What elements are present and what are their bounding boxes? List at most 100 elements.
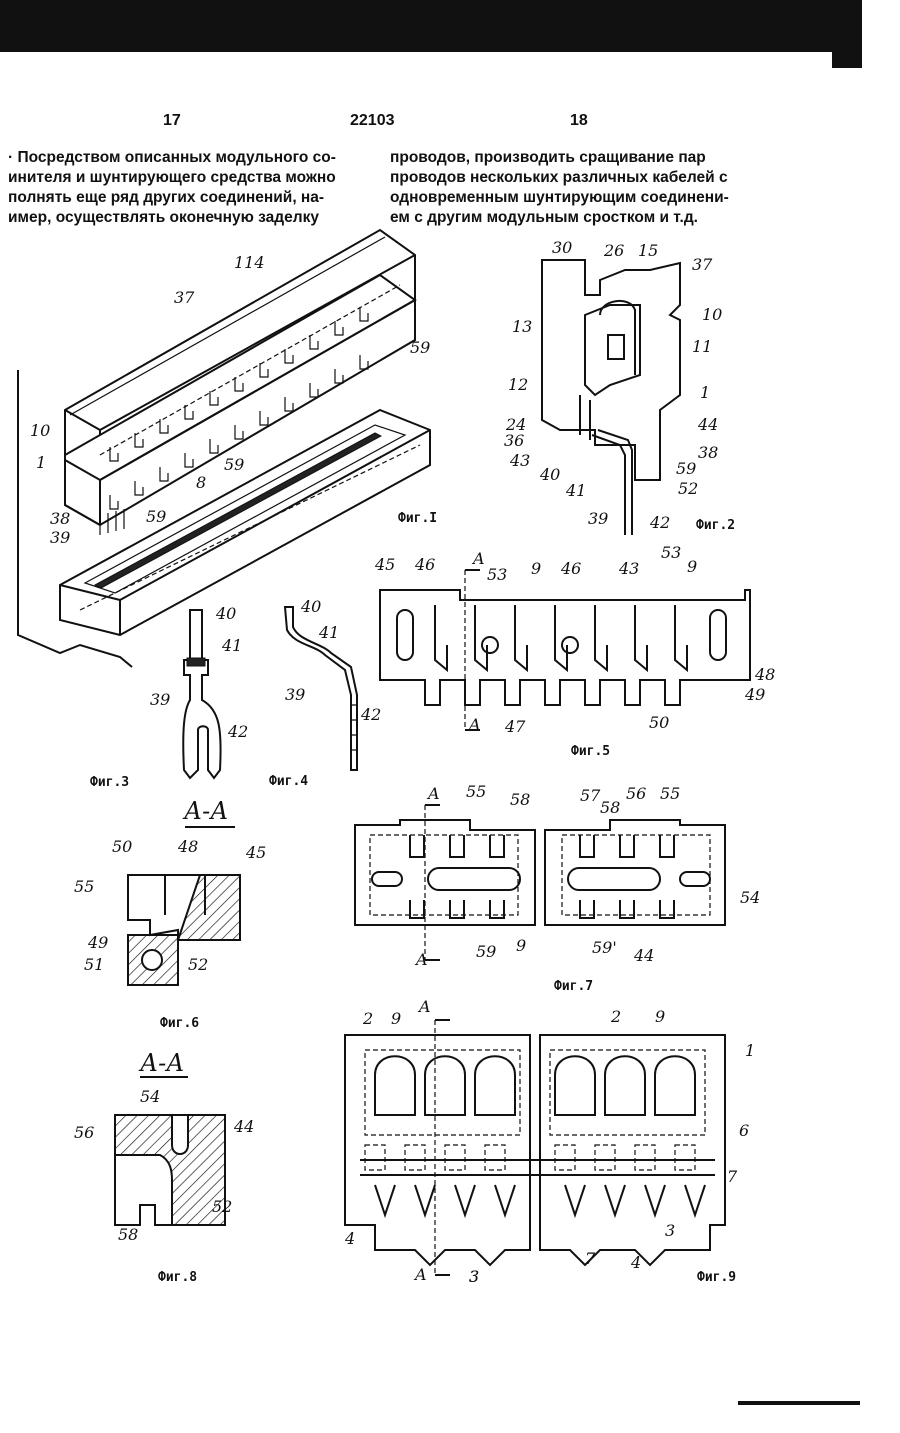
figure-2: 30 26 15 37 13 10 11 12 1 24 36 43 44 38… [500, 235, 800, 540]
label: 1 [700, 385, 710, 401]
label: 54 [140, 1089, 160, 1105]
label: 49 [745, 687, 765, 703]
label: 44 [698, 417, 718, 433]
patent-number: 22103 [350, 112, 395, 130]
label: 15 [638, 243, 658, 259]
figure-4: 40 41 39 42 Фиг.4 [265, 595, 375, 795]
label: 50 [112, 839, 132, 855]
figure-caption: Фиг.4 [269, 775, 308, 789]
label: 59 [146, 509, 166, 525]
scan-top-border [0, 0, 862, 52]
label: 6 [739, 1123, 749, 1139]
label: 48 [755, 667, 775, 683]
label: 40 [301, 599, 321, 615]
figure-caption: Фиг.2 [696, 519, 735, 533]
figure-8-drawing [60, 1045, 290, 1290]
label: 39 [285, 687, 305, 703]
page-number-right: 18 [570, 112, 588, 130]
label: 38 [50, 511, 70, 527]
figure-caption: Фиг.I [398, 512, 437, 526]
section-label: А-А [184, 799, 228, 823]
figure-5-drawing [365, 545, 795, 770]
label: A [428, 786, 440, 802]
label: 7 [727, 1169, 737, 1185]
label: 9 [516, 938, 526, 954]
label: 59' [592, 940, 617, 956]
label: 45 [246, 845, 266, 861]
label: 54 [740, 890, 760, 906]
label: 37 [174, 290, 194, 306]
figure-9-drawing [335, 995, 775, 1295]
label: 59 [410, 340, 430, 356]
text-line: одновременным шунтирующим соединени- [390, 188, 760, 208]
label: 51 [84, 957, 104, 973]
label: 39 [150, 692, 170, 708]
label: 59 [476, 944, 496, 960]
label: 2 [363, 1011, 373, 1027]
label: 38 [698, 445, 718, 461]
label: 50 [649, 715, 669, 731]
label: 9 [391, 1011, 401, 1027]
label: 10 [702, 307, 722, 323]
figure-caption: Фиг.8 [158, 1271, 197, 1285]
label: 3 [665, 1223, 675, 1239]
label: A [415, 1267, 427, 1283]
label: 49 [88, 935, 108, 951]
scan-top-border-edge [832, 48, 862, 68]
label: 9 [655, 1009, 665, 1025]
label: 4 [631, 1255, 641, 1271]
figure-2-drawing [500, 235, 800, 540]
label: 52 [212, 1199, 232, 1215]
label: 46 [561, 561, 581, 577]
label: 37 [692, 257, 712, 273]
figure-caption: Фиг.3 [90, 776, 129, 790]
figure-6: А-А 50 48 45 55 49 51 52 Фиг.6 [60, 795, 290, 1035]
label: 42 [228, 724, 248, 740]
figure-9: 2 9 A 2 9 1 6 7 4 3 7 4 3 A 3 Фиг.9 [335, 995, 775, 1295]
label: 39 [50, 530, 70, 546]
text-column-right: проводов, производить сращивание пар про… [390, 148, 760, 228]
figure-3: 40 41 39 42 Фиг.3 [140, 600, 260, 795]
label: 41 [319, 625, 339, 641]
label: 55 [74, 879, 94, 895]
label: 40 [216, 606, 236, 622]
page-number-left: 17 [163, 112, 181, 130]
label: 4 [345, 1231, 355, 1247]
label: 52 [188, 957, 208, 973]
label: 48 [178, 839, 198, 855]
label: 44 [634, 948, 654, 964]
label: 59 [224, 457, 244, 473]
label: 8 [196, 475, 206, 491]
text-line: полнять еще ряд других соединений, на- [8, 188, 353, 208]
label: 36 [504, 433, 524, 449]
label: 9 [687, 559, 697, 575]
text-line: проводов нескольких различных кабелей с [390, 168, 760, 188]
label: 53 [487, 567, 507, 583]
label: A [473, 551, 485, 567]
label: 58 [510, 792, 530, 808]
label: 12 [508, 377, 528, 393]
figure-7: A 55 58 57 58 56 55 54 A 59 9 59' 44 Фиг… [340, 780, 770, 995]
label: 44 [234, 1119, 254, 1135]
label: 11 [692, 339, 712, 355]
label: 40 [540, 467, 560, 483]
label: 58 [600, 800, 620, 816]
label: 3 [469, 1269, 479, 1285]
figure-caption: Фиг.9 [697, 1271, 736, 1285]
label: 45 [375, 557, 395, 573]
figure-8: А-А 54 56 44 52 58 Фиг.8 [60, 1045, 290, 1290]
label: 7 [585, 1251, 595, 1267]
label: 13 [512, 319, 532, 335]
text-line: проводов, производить сращивание пар [390, 148, 760, 168]
label: 55 [466, 784, 486, 800]
label: 114 [234, 255, 265, 271]
label: 43 [510, 453, 530, 469]
label: 42 [650, 515, 670, 531]
figure-5: 45 46 A 53 9 46 43 53 9 48 49 A 47 50 Фи… [365, 545, 795, 770]
figure-caption: Фиг.5 [571, 745, 610, 759]
label: 10 [30, 423, 50, 439]
scan-bottom-mark [738, 1401, 860, 1405]
figure-7-drawing [340, 780, 770, 995]
label: A [419, 999, 431, 1015]
figure-caption: Фиг.7 [554, 980, 593, 994]
